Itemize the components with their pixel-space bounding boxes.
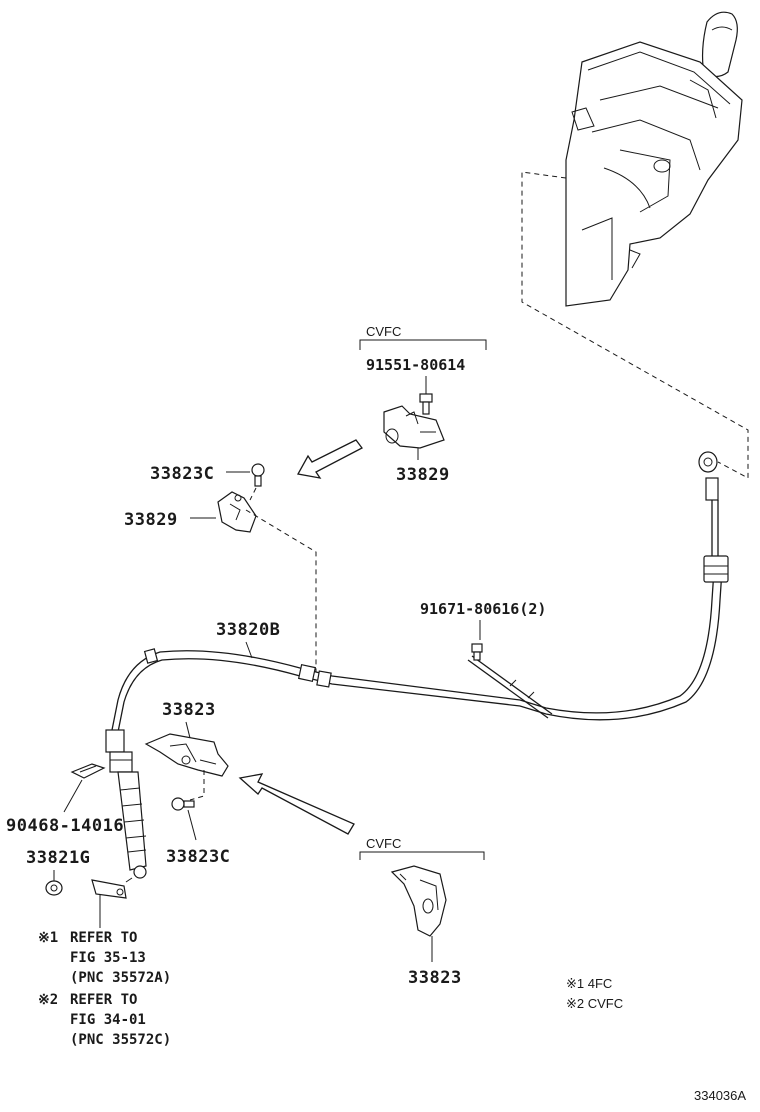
note2-line2: FIG 34-01 bbox=[70, 1012, 146, 1028]
left-bracket-group: 33823C 33829 bbox=[124, 463, 317, 672]
note2-mark: ※2 bbox=[38, 992, 58, 1008]
left-clip-group: 90468-14016 33821G bbox=[6, 763, 127, 928]
figure-code: 334036A bbox=[694, 1088, 746, 1103]
reference-notes: ※1 REFER TO FIG 35-13 (PNC 35572A) ※2 RE… bbox=[38, 930, 171, 1048]
note2-line1: REFER TO bbox=[70, 992, 137, 1008]
note1-line2: FIG 35-13 bbox=[70, 950, 146, 966]
note1-line3: (PNC 35572A) bbox=[70, 970, 171, 986]
bracket-33829-top-icon bbox=[383, 405, 445, 449]
arrow-to-left-bracket bbox=[296, 439, 363, 479]
clip-90468-icon bbox=[70, 763, 106, 779]
nut-33821g-icon bbox=[45, 880, 63, 896]
bracket-top-label: 33829 bbox=[396, 465, 450, 485]
note1-mark: ※1 bbox=[38, 930, 58, 946]
bolt-33823c-top-icon bbox=[251, 463, 265, 487]
clip-left-label: 90468-14016 bbox=[6, 816, 124, 836]
bracket-mid-group: 33823 33823C bbox=[144, 700, 230, 867]
shift-lever-assembly bbox=[521, 11, 749, 479]
cvfc-top-label: CVFC bbox=[366, 324, 401, 339]
bracket-33829-left-icon bbox=[217, 491, 257, 533]
cvfc-bottom-label: CVFC bbox=[366, 836, 401, 851]
bolt-top-label: 91551-80614 bbox=[366, 356, 465, 374]
bracket-left-label: 33829 bbox=[124, 510, 178, 530]
link-plate-icon bbox=[91, 879, 127, 928]
legend-line2: ※2 CVFC bbox=[566, 996, 623, 1011]
clip-bolts-group: 91671-80616(2) bbox=[420, 600, 546, 661]
cvfc-top-group: CVFC 91551-80614 33829 bbox=[359, 324, 487, 485]
bracket-33823-bottom-icon bbox=[390, 865, 447, 937]
legend: ※1 4FC ※2 CVFC bbox=[566, 976, 623, 1011]
note1-line1: REFER TO bbox=[70, 930, 137, 946]
nut-left-label: 33821G bbox=[26, 848, 90, 868]
bolt-33823c-mid-icon bbox=[171, 797, 195, 811]
cvfc-bottom-group: CVFC 33823 bbox=[359, 836, 485, 988]
cable-label: 33820B bbox=[216, 620, 280, 640]
bolt-91551-icon bbox=[419, 393, 433, 415]
bracket-bottom-label: 33823 bbox=[408, 968, 462, 988]
arrow-to-mid-bracket bbox=[238, 773, 355, 835]
bolt-mid-label: 33823C bbox=[166, 847, 230, 867]
cable-upper-end-icon bbox=[698, 451, 729, 583]
bracket-mid-label: 33823 bbox=[162, 700, 216, 720]
bracket-33823-mid-icon bbox=[144, 733, 229, 777]
shift-cable-33820b: 33820B bbox=[105, 451, 729, 883]
bolt-left-label: 33823C bbox=[150, 464, 214, 484]
note2-line3: (PNC 35572C) bbox=[70, 1032, 171, 1048]
legend-line1: ※1 4FC bbox=[566, 976, 612, 991]
clip-bolts-label: 91671-80616(2) bbox=[420, 600, 546, 618]
cable-lower-end-icon bbox=[105, 729, 147, 883]
